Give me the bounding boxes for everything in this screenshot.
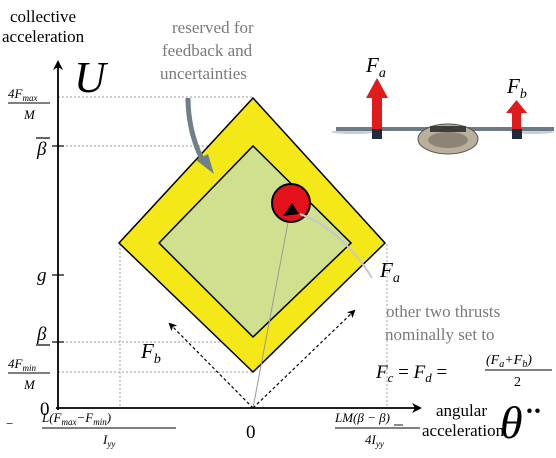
reserved-arrow-head — [196, 154, 214, 174]
thrusts-label-line2: nominally set to — [385, 325, 495, 344]
guide-lines — [58, 96, 388, 408]
quadrotor-image — [331, 78, 554, 155]
y-tick-beta-under: β — [36, 324, 50, 346]
y-axis-symbol: U — [74, 53, 109, 102]
thrust-formula: Fc = Fd = (Fa+Fb) 2 — [375, 353, 552, 390]
y-tick-beta-bar: β — [36, 137, 50, 160]
force-vectors — [168, 309, 356, 409]
drone-force-b-label: Fb — [506, 74, 527, 102]
svg-text:Iyy: Iyy — [102, 432, 115, 449]
svg-text:Fc = Fd =: Fc = Fd = — [375, 362, 447, 385]
x-tick-right: LM(β − β) 4Iyy — [334, 407, 420, 449]
svg-text:4Fmin: 4Fmin — [8, 356, 36, 373]
operating-point-line — [252, 211, 291, 409]
y-tick-fmax: 4Fmax M — [8, 86, 50, 122]
inner-envelope-diamond — [157, 144, 353, 339]
svg-text:4Fmax: 4Fmax — [8, 86, 37, 103]
svg-text:L(Fmax−Fmin): L(Fmax−Fmin) — [41, 410, 111, 427]
svg-text:(Fa+Fb): (Fa+Fb) — [486, 353, 532, 370]
svg-text:LM(β − β): LM(β − β) — [334, 410, 390, 425]
operating-point-wedge — [283, 203, 299, 216]
y-axis-title-line2: acceleration — [2, 27, 85, 46]
y-tick-fmin: 4Fmin M — [8, 356, 50, 392]
x-tick-left: − L(Fmax−Fmin) Iyy — [6, 410, 176, 449]
y-tick-g: g — [37, 265, 47, 286]
force-a-label: Fa — [379, 258, 400, 286]
reserved-label-line3: uncertainties — [160, 64, 247, 83]
svg-text:β: β — [36, 324, 47, 345]
reserved-label-line2: feedback and — [162, 41, 253, 60]
svg-text:2: 2 — [514, 375, 521, 390]
x-axis-symbol: θ̈ — [500, 397, 541, 448]
drone-force-a-label: Fa — [365, 53, 386, 81]
thrusts-label-line1: other two thrusts — [386, 302, 500, 321]
svg-text:4Iyy: 4Iyy — [365, 432, 384, 449]
force-b-label: Fb — [140, 339, 161, 367]
svg-text:M: M — [23, 377, 36, 392]
x-axis-title-line2: acceleration — [422, 421, 505, 440]
x-tick-zero: 0 — [246, 422, 256, 443]
svg-text:M: M — [23, 107, 36, 122]
y-axis-title-line1: collective — [10, 7, 76, 26]
svg-text:−: − — [6, 416, 13, 431]
y-tick-origin: 0 — [40, 399, 50, 420]
x-axis-title-line1: angular — [436, 401, 487, 420]
y-ticks — [52, 145, 64, 343]
svg-text:β: β — [36, 139, 47, 160]
force-a-pointer — [299, 213, 373, 279]
operating-point-circle — [271, 183, 311, 223]
reserved-label-line1: reserved for — [172, 18, 254, 37]
